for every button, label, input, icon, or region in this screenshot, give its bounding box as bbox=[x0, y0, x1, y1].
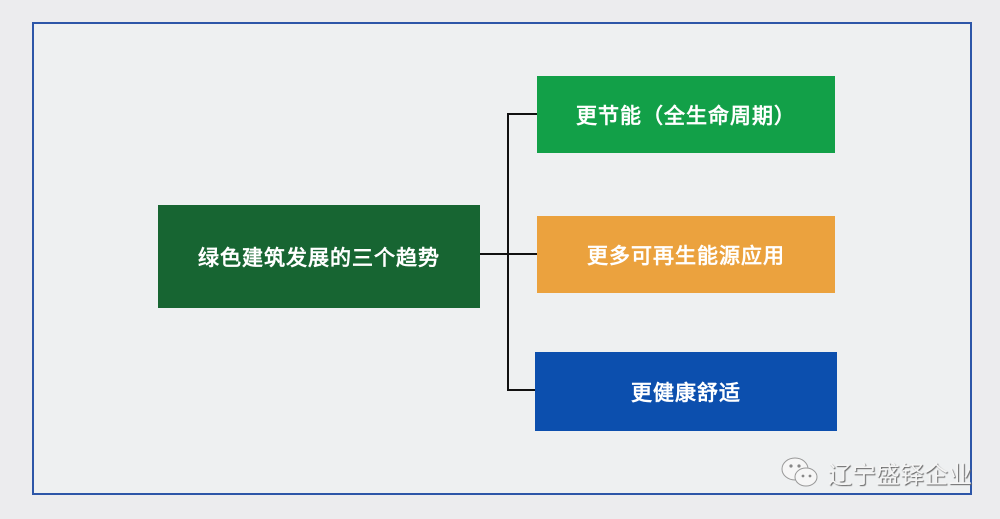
root-label: 绿色建筑发展的三个趋势 bbox=[198, 245, 440, 270]
branch-label: 更节能（全生命周期） bbox=[576, 103, 796, 128]
wechat-icon bbox=[781, 457, 818, 486]
connector-branch-3 bbox=[507, 389, 535, 391]
watermark: 辽宁盛铎企业 bbox=[780, 455, 972, 490]
branch-node-energy: 更节能（全生命周期） bbox=[537, 76, 835, 153]
branch-node-health: 更健康舒适 bbox=[535, 352, 837, 431]
branch-label: 更健康舒适 bbox=[631, 380, 741, 405]
root-node: 绿色建筑发展的三个趋势 bbox=[158, 205, 480, 308]
branch-label: 更多可再生能源应用 bbox=[587, 243, 785, 268]
connector-branch-1 bbox=[507, 113, 537, 115]
connector-trunk bbox=[507, 113, 509, 391]
branch-node-renewable: 更多可再生能源应用 bbox=[537, 216, 835, 293]
watermark-text: 辽宁盛铎企业 bbox=[828, 461, 972, 489]
